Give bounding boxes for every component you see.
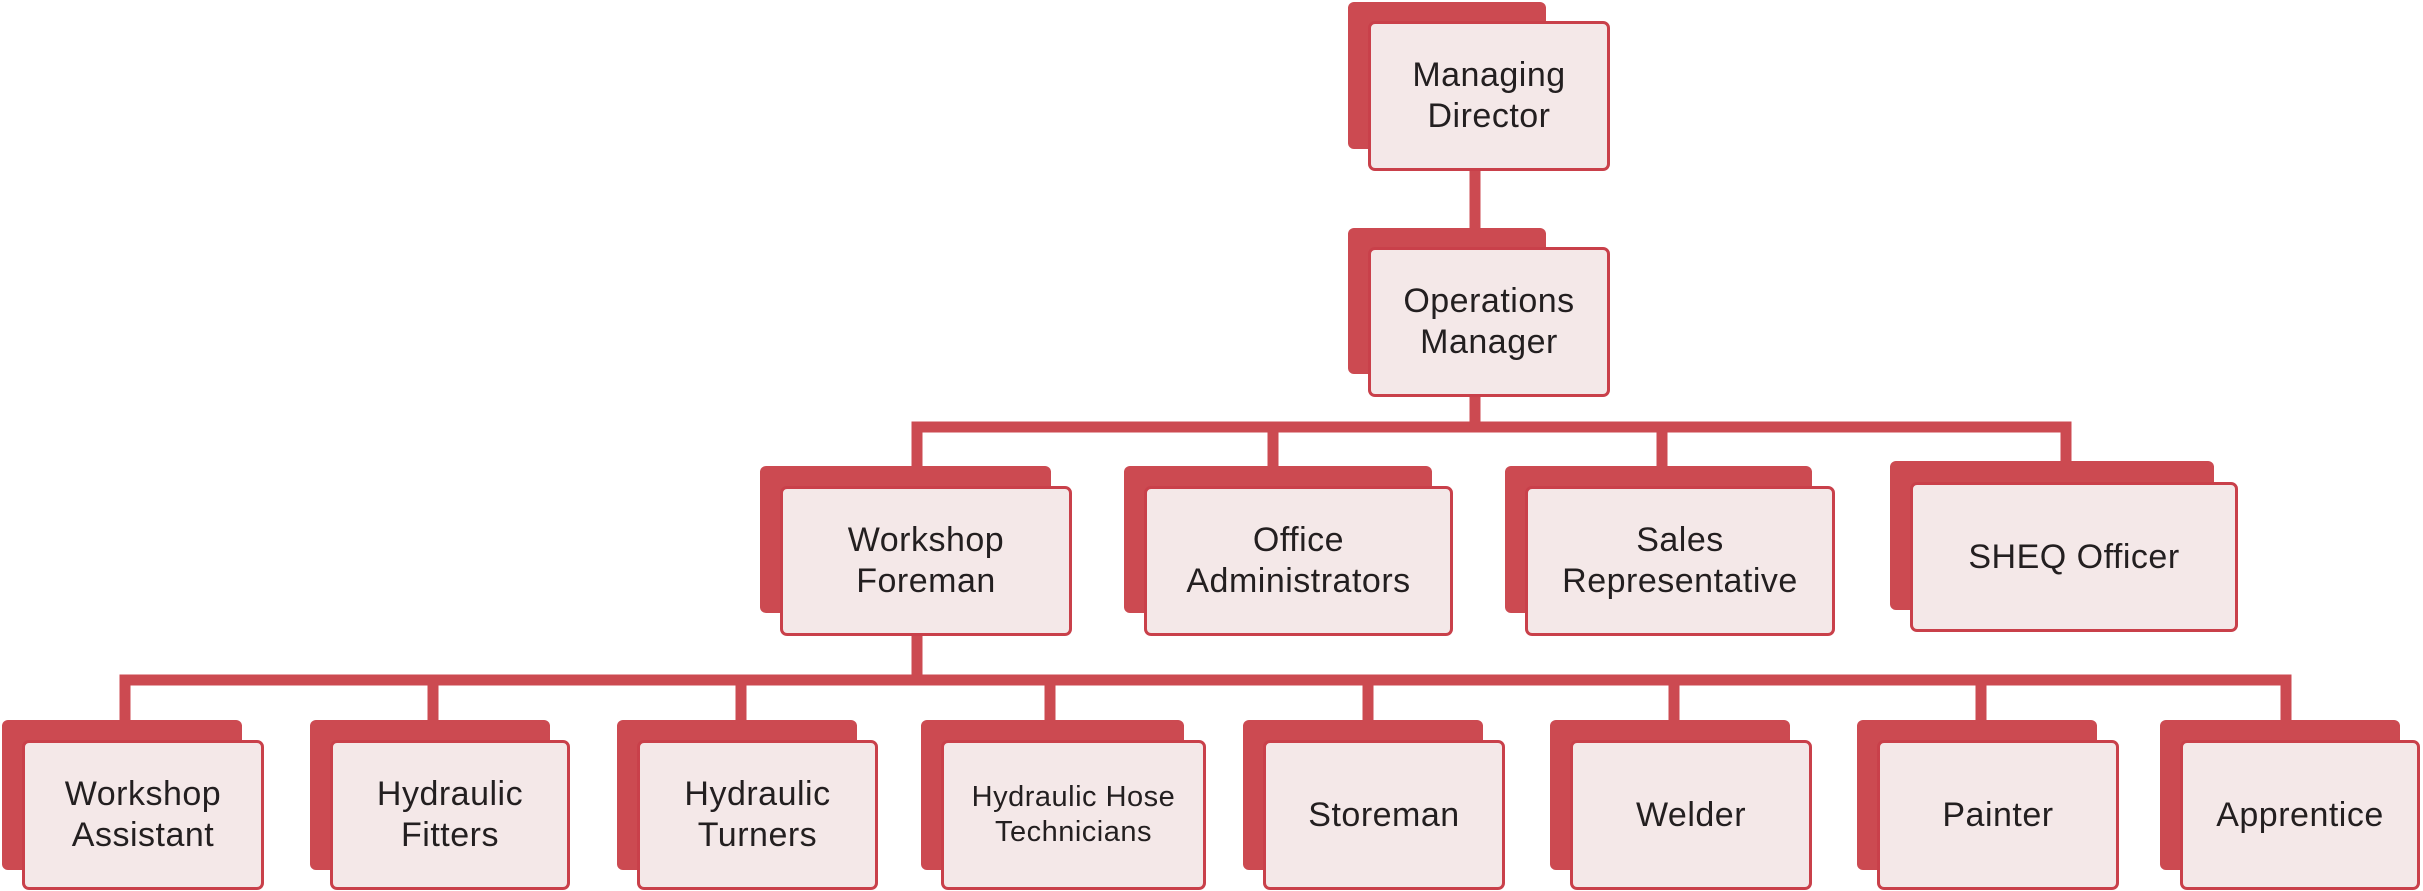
node-label: Apprentice bbox=[2216, 795, 2384, 834]
node-label: Office Administrators bbox=[1186, 521, 1411, 600]
node-label: Operations Manager bbox=[1403, 282, 1575, 361]
node-label: SHEQ Officer bbox=[1968, 537, 2180, 576]
node-label: Hydraulic Fitters bbox=[376, 775, 524, 854]
node-label: Painter bbox=[1942, 795, 2054, 834]
node-label: Workshop Foreman bbox=[847, 521, 1005, 600]
node-label: Storeman bbox=[1308, 795, 1460, 834]
node-label: Workshop Assistant bbox=[64, 775, 222, 854]
node-label: Managing Director bbox=[1412, 56, 1566, 135]
node-label: Hydraulic Hose Technicians bbox=[971, 781, 1176, 848]
node-label: Sales Representative bbox=[1562, 521, 1798, 600]
node-label: Welder bbox=[1635, 795, 1747, 834]
node-label: Hydraulic Turners bbox=[684, 775, 831, 854]
